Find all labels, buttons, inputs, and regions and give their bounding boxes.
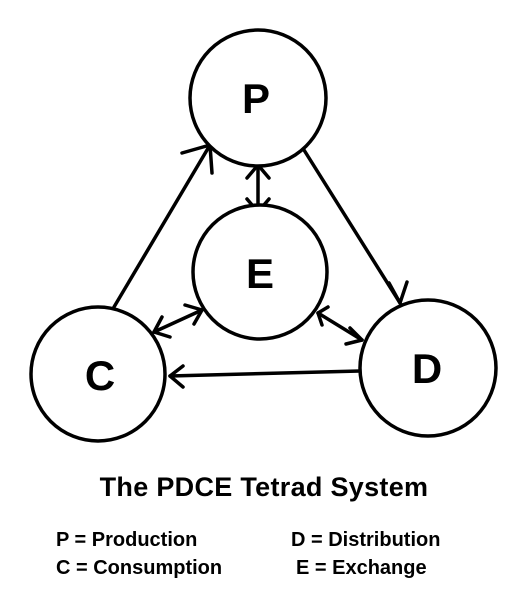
legend-exchange: E = Exchange bbox=[296, 557, 427, 579]
edge-d-to-c bbox=[168, 364, 362, 389]
node-consumption-circle bbox=[29, 305, 167, 443]
node-distribution-circle bbox=[358, 298, 498, 438]
diagram-title: The PDCE Tetrad System bbox=[99, 472, 429, 502]
node-consumption-letter: C bbox=[85, 352, 115, 399]
node-exchange-circle bbox=[191, 203, 329, 341]
node-production-letter: P bbox=[242, 75, 270, 122]
edge-c-e-bidirectional bbox=[152, 303, 204, 339]
node-production-circle bbox=[188, 28, 328, 168]
legend-consumption: C = Consumption bbox=[56, 557, 223, 579]
edge-p-to-d bbox=[302, 148, 409, 305]
legend-distribution: D = Distribution bbox=[291, 529, 441, 551]
node-exchange-letter: E bbox=[246, 250, 274, 297]
tetrad-diagram: P E C D bbox=[29, 28, 498, 443]
edge-d-e-bidirectional bbox=[316, 305, 364, 346]
legend-production: P = Production bbox=[56, 529, 198, 551]
node-distribution-letter: D bbox=[412, 345, 442, 392]
